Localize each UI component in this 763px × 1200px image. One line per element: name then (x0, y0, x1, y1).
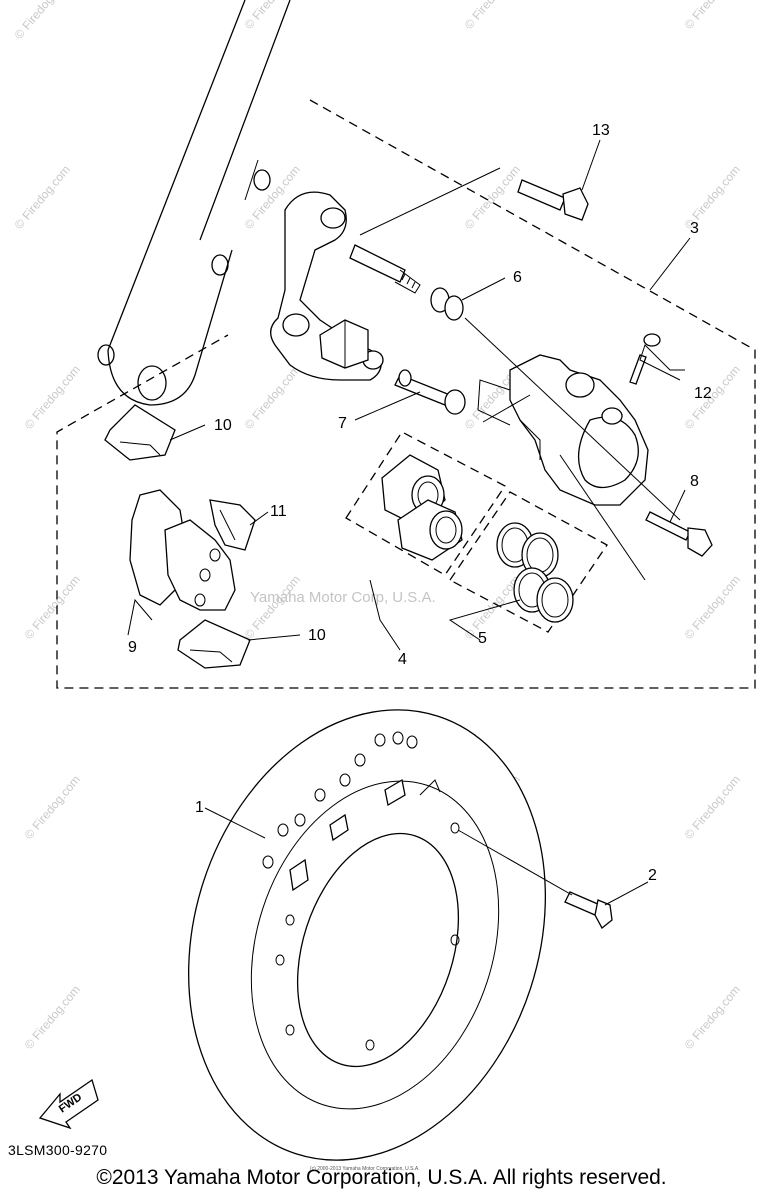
pad-support-10-bottom (177, 619, 251, 669)
callout-8: 8 (690, 473, 699, 490)
watermark-center-text: Yamaha Motor Corp, U.S.A. (250, 589, 436, 606)
watermark-text: © Firedog.com (22, 983, 83, 1052)
watermark-text: © Firedog.com (242, 0, 303, 32)
watermark-text: © Firedog.com (242, 363, 303, 432)
caliper-bracket (270, 191, 384, 381)
callout-2: 2 (648, 867, 657, 884)
callout-4: 4 (398, 651, 407, 668)
leader-lines (127, 139, 691, 906)
callout-6: 6 (513, 269, 522, 286)
watermark-text: © Firedog.com (682, 983, 743, 1052)
forward-direction-arrow: FWD (38, 1078, 99, 1130)
watermark-text: © Firedog.com (462, 163, 523, 232)
piston-seals (496, 522, 574, 623)
disc-bolt (564, 891, 613, 929)
brake-pads (129, 489, 236, 611)
slide-pin (349, 244, 421, 294)
caliper-bolt-7 (394, 369, 466, 415)
diagram-code: 3LSM300-9270 (8, 1142, 108, 1158)
caliper-pistons (381, 454, 463, 561)
callout-10-bottom: 10 (308, 627, 326, 644)
callout-1: 1 (195, 799, 204, 816)
caliper-assembly-outline (56, 99, 756, 689)
pin-boot (430, 287, 464, 321)
callout-7: 7 (338, 415, 347, 432)
watermark-text: © Firedog.com (682, 773, 743, 842)
watermark-text: © Firedog.com (462, 573, 523, 642)
brake-disc (187, 709, 547, 1161)
watermark-text: © Firedog.com (22, 573, 83, 642)
fork-leg (97, 0, 291, 406)
callout-12: 12 (694, 385, 712, 402)
callout-13: 13 (592, 122, 610, 139)
callout-3: 3 (690, 220, 699, 237)
caliper-bolt-8 (645, 511, 713, 557)
watermark-text: © Firedog.com (682, 0, 743, 32)
fine-print: (c) 2000-2013 Yamaha Motor Corporation, … (310, 1166, 420, 1172)
callout-5: 5 (478, 630, 487, 647)
callout-labels: 13 3 6 7 8 12 10 11 10 9 4 5 1 2 (128, 122, 712, 884)
watermark-text: © Firedog.com (242, 573, 303, 642)
watermark-text: © Firedog.com (682, 363, 743, 432)
callout-11: 11 (270, 503, 287, 520)
piston-group-outline (345, 431, 506, 576)
watermark-text: © Firedog.com (462, 0, 523, 32)
watermark-text: © Firedog.com (22, 773, 83, 842)
seal-kit-group-outline (449, 491, 608, 633)
watermark-text: © Firedog.com (12, 163, 73, 232)
watermark-text: © Firedog.com (22, 363, 83, 432)
copyright-notice: ©2013 Yamaha Motor Corporation, U.S.A. A… (96, 1166, 667, 1189)
pad-spring (209, 499, 256, 551)
caliper-mounting-bolt-13 (517, 179, 589, 221)
callout-10-top: 10 (214, 417, 232, 434)
watermark-text: © Firedog.com (12, 0, 73, 42)
callout-9: 9 (128, 639, 137, 656)
pad-support-10-top (104, 404, 176, 461)
watermark-text: © Firedog.com (682, 573, 743, 642)
bleed-screw (629, 333, 661, 385)
